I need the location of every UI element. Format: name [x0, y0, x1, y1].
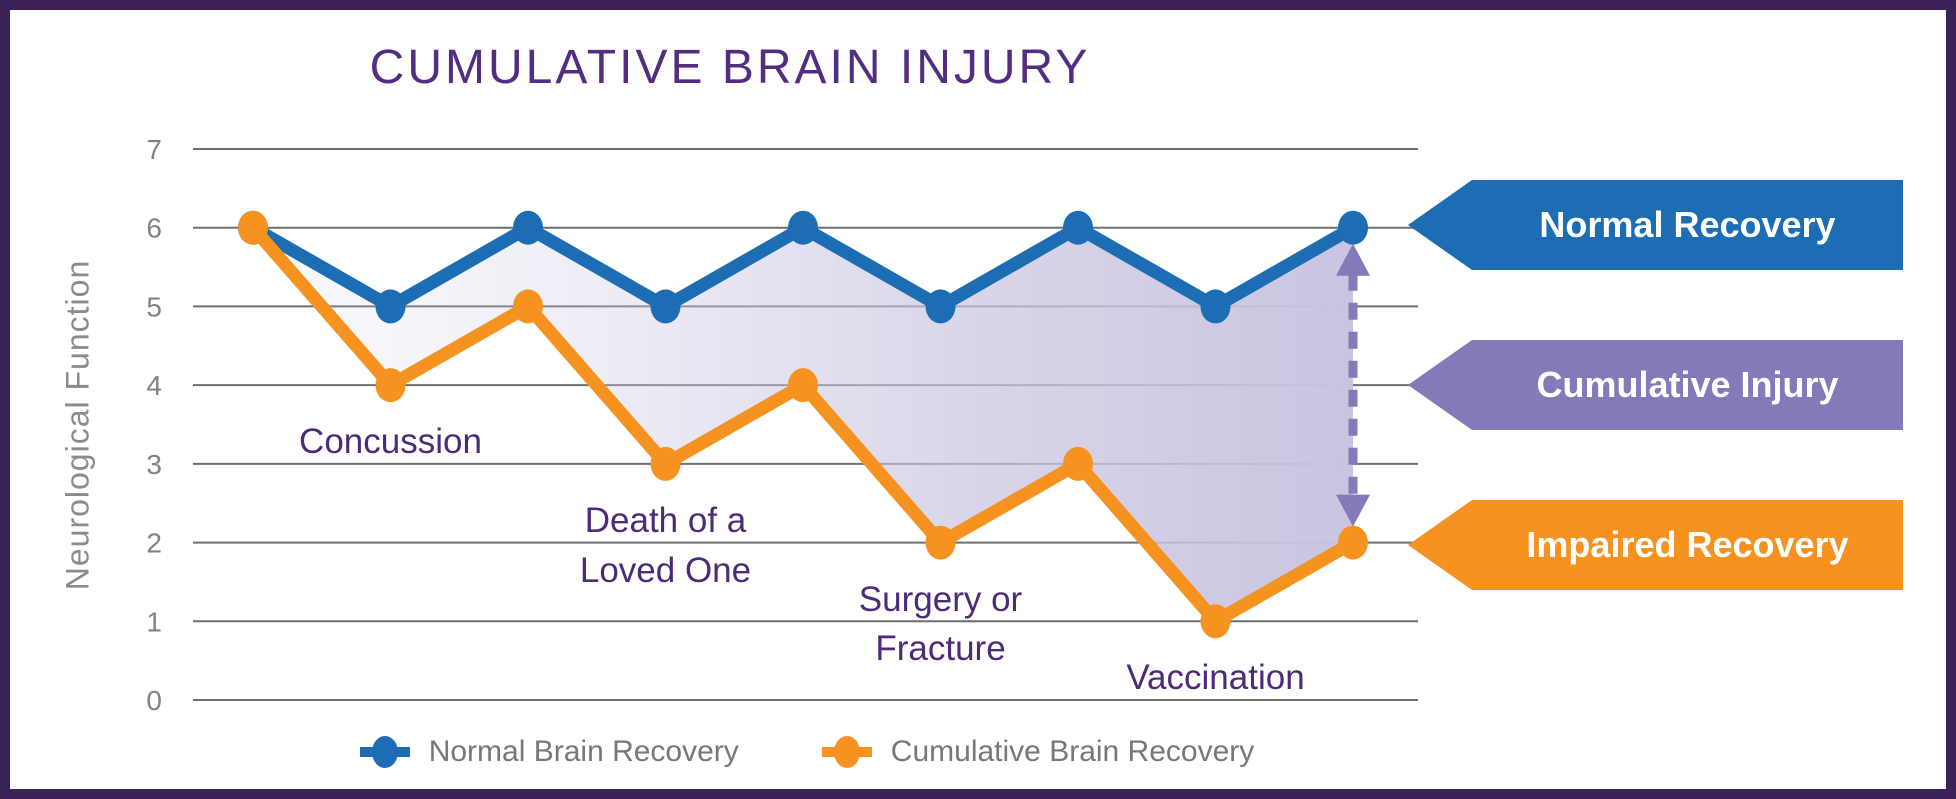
legend-item-cumulative: Cumulative Brain Recovery: [819, 732, 1254, 772]
data-point: [788, 368, 818, 403]
y-tick-label: 7: [146, 134, 162, 165]
chart-title: CUMULATIVE BRAIN INJURY: [369, 41, 1091, 94]
banner-normal-recovery-label: Normal Recovery: [1539, 204, 1836, 245]
gap-arrow-head-down: [1336, 494, 1370, 527]
gap-arrow-head-up: [1336, 243, 1370, 276]
event-label: Concussion: [299, 422, 482, 462]
data-point: [1338, 210, 1368, 245]
data-point: [650, 446, 681, 481]
data-point: [513, 210, 543, 245]
banner-impaired-recovery-label: Impaired Recovery: [1526, 524, 1849, 565]
data-point: [1200, 289, 1231, 324]
data-point: [375, 289, 406, 324]
data-point: [1063, 446, 1093, 481]
legend-item-normal: Normal Brain Recovery: [357, 732, 739, 772]
line-chart-canvas: 7 6 5 4 3 2 1 0: [146, 134, 1418, 716]
y-tick-label: 1: [146, 606, 162, 637]
cumulative-injury-area: [253, 227, 1353, 622]
legend-label-cumulative: Cumulative Brain Recovery: [890, 735, 1255, 768]
data-point: [1338, 525, 1368, 560]
banner-cumulative-injury-label: Cumulative Injury: [1536, 364, 1839, 405]
legend-marker-blue-icon: [359, 736, 410, 768]
y-tick-label: 5: [146, 291, 162, 322]
y-tick-label: 4: [146, 370, 162, 401]
data-point: [650, 289, 681, 324]
banner-impaired-recovery: Impaired Recovery: [1408, 500, 1903, 590]
data-point: [375, 368, 406, 403]
legend: Normal Brain Recovery Cumulative Brain R…: [193, 732, 1418, 772]
data-point: [238, 210, 268, 245]
banner-cumulative-injury: Cumulative Injury: [1408, 340, 1903, 430]
y-tick-label: 6: [146, 213, 162, 244]
legend-label-normal: Normal Brain Recovery: [428, 735, 739, 768]
data-point: [513, 289, 543, 324]
data-point: [925, 289, 956, 324]
data-point: [1200, 604, 1231, 639]
data-point: [1063, 210, 1093, 245]
legend-marker-orange-icon: [821, 736, 872, 768]
data-point: [925, 525, 956, 560]
data-point: [788, 210, 818, 245]
banner-normal-recovery: Normal Recovery: [1408, 180, 1903, 270]
y-tick-label: 0: [146, 685, 162, 716]
y-tick-label: 3: [146, 449, 162, 480]
event-label: Vaccination: [1126, 658, 1305, 698]
y-tick-label: 2: [146, 528, 162, 559]
